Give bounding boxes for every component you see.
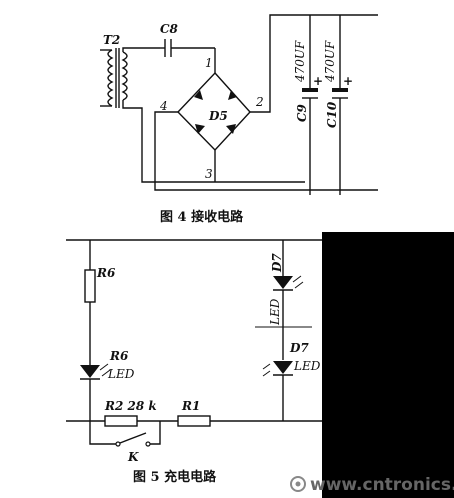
label-c8: C8 [160,22,179,36]
caption-figure-4: 图 4 接收电路 [160,209,244,225]
label-r6-led: R6 [109,349,129,363]
label-d7-bottom-led: LED [293,359,321,373]
label-d7-top-led: LED [268,298,282,326]
wire-t2-to-node4 [122,100,210,183]
capacitor-c8 [160,39,215,57]
label-switch-k: K [127,450,139,464]
led-d7-top [273,275,304,291]
bridge-rectifier-d5 [177,48,251,182]
figure-5-charging-circuit: R6 R6 LED R2 28 k R1 K [66,232,454,498]
transformer-t2 [100,48,128,108]
wire-node4 [154,111,305,191]
label-node-1: 1 [205,56,213,70]
figure-4-receive-circuit: T2 C8 D5 1 2 3 4 C9 470UF + C10 470UF + … [100,14,378,225]
label-c10-plus: + [343,74,353,88]
watermark-text: www.cntronics.com [310,475,454,495]
resistor-r6-top [84,269,96,303]
dark-panel [322,232,454,498]
switch-k [89,421,161,447]
capacitor-c9 [302,15,318,195]
label-node-4: 4 [159,99,168,113]
label-c10: C10 [325,101,339,128]
led-r6 [80,363,111,380]
led-d7-bottom [262,361,293,377]
label-d7-top: D7 [270,253,284,273]
label-d5: D5 [208,109,228,123]
label-t2: T2 [103,33,120,47]
label-node-3: 3 [205,167,213,181]
label-c10-value: 470UF [323,40,337,83]
label-r1: R1 [181,399,200,413]
capacitor-c10 [332,15,348,195]
label-r6-top: R6 [96,266,116,280]
wire-node2 [250,14,378,113]
label-node-2: 2 [255,95,264,109]
label-c9-plus: + [313,74,323,88]
caption-figure-5: 图 5 充电电路 [133,469,217,485]
watermark: www.cntronics.com [290,475,454,495]
resistor-r1 [177,415,211,427]
label-c9: C9 [295,103,309,122]
wire-t2-to-c8 [122,47,160,52]
label-r2: R2 28 k [104,399,157,413]
label-d7-bottom: D7 [289,341,309,355]
resistor-r2 [104,415,138,427]
label-led-text: LED [107,367,135,381]
label-c9-value: 470UF [293,40,307,83]
